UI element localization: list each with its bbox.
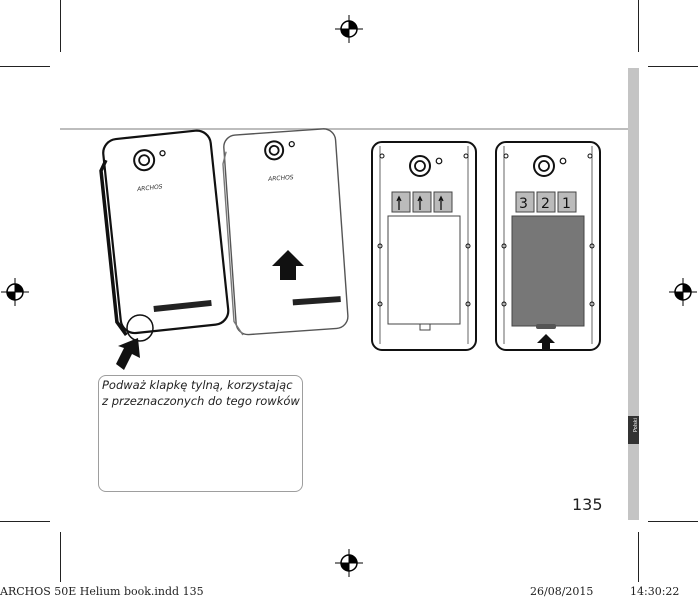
header-rule — [60, 128, 632, 130]
sim-slot-2-label: 2 — [541, 196, 550, 212]
sim-slot-1-label: 1 — [562, 196, 571, 212]
phone-cover-slide-illustration: ARCHOS — [222, 128, 349, 336]
language-tab-label: Polski — [633, 417, 640, 433]
caption-box: Podważ klapkę tylną, korzystając z przez… — [98, 375, 303, 492]
registration-mark-top — [335, 15, 363, 43]
arrow-up-icon — [116, 338, 140, 370]
crop-mark — [638, 532, 639, 582]
crop-mark — [0, 521, 50, 522]
brand-logo: ARCHOS — [267, 174, 294, 183]
crop-mark — [648, 66, 698, 67]
battery — [511, 215, 585, 327]
arrow-up-icon — [537, 334, 555, 350]
crop-mark — [0, 66, 50, 67]
crop-mark — [638, 0, 639, 52]
footer-time: 14:30:22 — [630, 585, 680, 598]
crop-mark — [60, 532, 61, 582]
arrow-up-icon — [272, 250, 304, 280]
crop-mark — [648, 521, 698, 522]
phone-battery-illustration: 3 2 1 — [495, 141, 601, 351]
sim-slot-3-label: 3 — [519, 196, 528, 212]
phone-back-pry-illustration: ARCHOS — [99, 129, 230, 370]
brand-logo: ARCHOS — [136, 183, 163, 193]
registration-mark-left — [1, 278, 29, 306]
footer-file: ARCHOS 50E Helium book.indd 135 — [0, 585, 204, 598]
language-sidebar — [628, 68, 639, 520]
registration-mark-right — [669, 278, 697, 306]
language-tab: Polski — [628, 416, 639, 444]
registration-mark-bottom — [335, 549, 363, 577]
phone-open-slots-illustration — [371, 141, 477, 351]
caption-text: Podważ klapkę tylną, korzystając z przez… — [102, 378, 300, 408]
page-number: 135 — [572, 495, 603, 514]
crop-mark — [60, 0, 61, 52]
footer-date: 26/08/2015 — [530, 585, 594, 598]
